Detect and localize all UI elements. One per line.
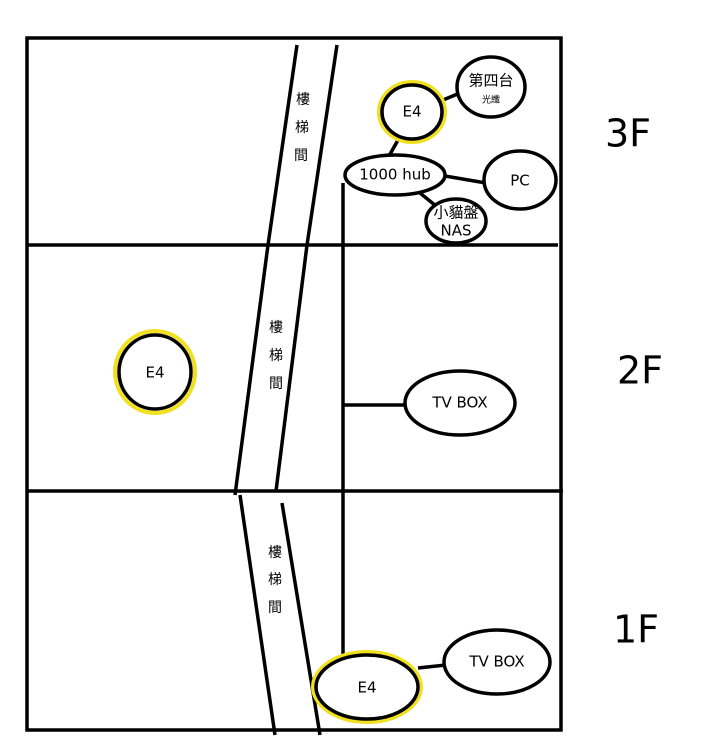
stair-label: 間 <box>294 148 308 164</box>
stair-label: 梯 <box>268 572 282 588</box>
stair-label: 樓 <box>268 545 282 561</box>
stair-label: 樓 <box>296 92 310 108</box>
stairwell-3f: 樓 梯 間 <box>266 44 339 246</box>
svg-text:E4: E4 <box>145 364 164 382</box>
e4-2f-node: E4 <box>113 329 197 415</box>
nas-node: 小貓盤 NAS <box>424 197 488 245</box>
pc-node: PC <box>482 149 558 211</box>
hub-node: 1000 hub <box>343 153 447 197</box>
svg-text:E4: E4 <box>357 679 376 697</box>
stairwell-1f: 樓 梯 間 <box>238 494 322 736</box>
floor-label-2f: 2F <box>617 349 663 393</box>
cable-e4-tvbox-1f <box>417 663 447 670</box>
svg-text:第四台: 第四台 <box>468 72 513 90</box>
stair-label: 梯 <box>295 120 309 136</box>
tvbox-1f-node: TV BOX <box>442 628 552 696</box>
stair-label: 間 <box>269 376 283 392</box>
stairwell-2f: 樓 梯 間 <box>233 244 309 496</box>
floor-label-3f: 3F <box>605 112 651 156</box>
cable-hub-pc <box>444 174 487 185</box>
stair-label: 間 <box>268 600 282 616</box>
building-outline <box>25 36 563 732</box>
svg-text:TV BOX: TV BOX <box>468 653 524 671</box>
svg-text:PC: PC <box>510 172 530 190</box>
stair-label: 梯 <box>269 348 283 364</box>
svg-text:1000 hub: 1000 hub <box>359 166 430 184</box>
e4-3f-node: E4 <box>377 80 447 144</box>
svg-text:NAS: NAS <box>440 222 471 240</box>
svg-text:TV BOX: TV BOX <box>431 394 487 412</box>
tvbox-2f-node: TV BOX <box>403 369 517 437</box>
svg-text:小貓盤: 小貓盤 <box>433 204 478 222</box>
cable-hub-nas <box>418 191 438 208</box>
e4-1f-node: E4 <box>311 650 423 724</box>
svg-text:光纖: 光纖 <box>482 94 500 106</box>
stair-label: 樓 <box>269 320 283 336</box>
floor-label-1f: 1F <box>613 608 659 652</box>
svg-text:E4: E4 <box>402 103 421 121</box>
cable-tv-fiber-node: 第四台 光纖 <box>455 55 527 119</box>
